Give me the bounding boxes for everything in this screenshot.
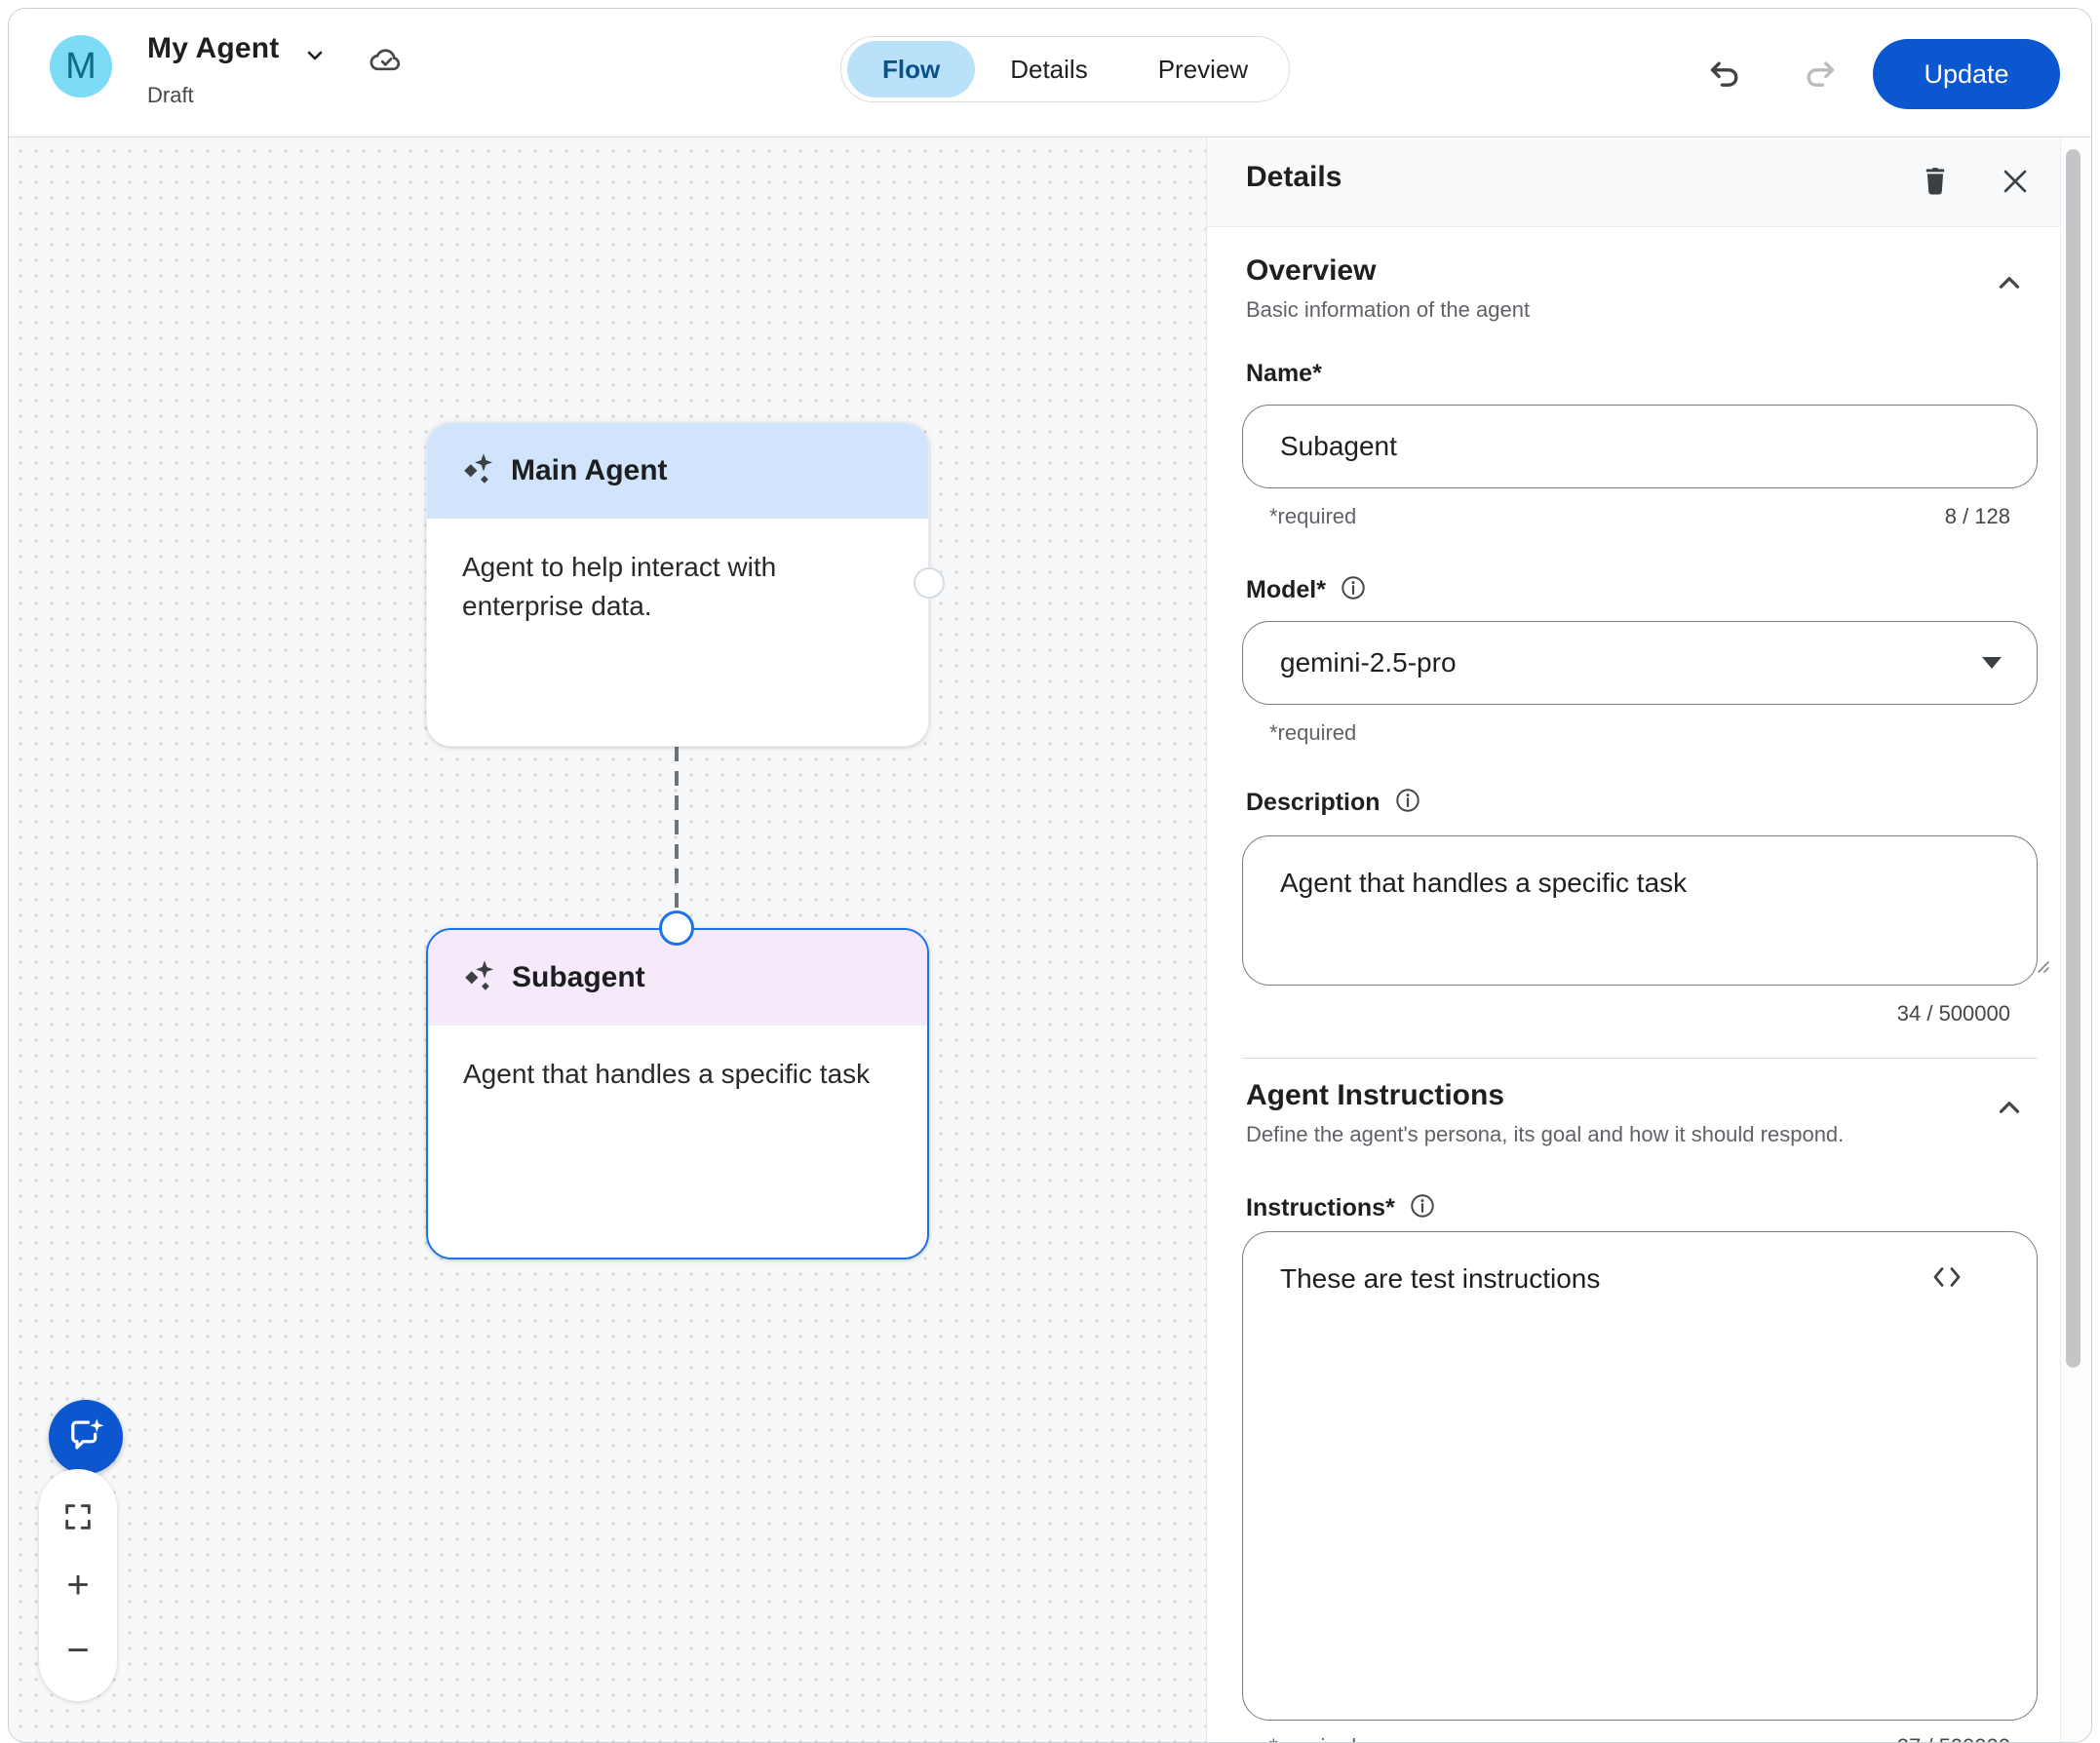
spark-icon: [461, 958, 496, 998]
instructions-field-label: Instructions*: [1246, 1188, 1436, 1222]
info-icon[interactable]: [1340, 576, 1367, 607]
node-description: Agent that handles a specific task: [463, 1059, 871, 1089]
agent-instructions-subheading: Define the agent's persona, its goal and…: [1246, 1122, 1845, 1146]
section-divider: [1242, 1058, 2038, 1059]
status-badge: Draft: [147, 83, 194, 107]
undo-icon[interactable]: [1705, 55, 1744, 98]
details-panel-header: Details: [1207, 137, 2091, 227]
tab-flow[interactable]: Flow: [847, 41, 976, 97]
model-field-label: Model*: [1246, 570, 1367, 604]
main-agent-node[interactable]: Main Agent Agent to help interact with e…: [426, 422, 929, 747]
agent-connection-edge: [675, 747, 679, 928]
code-view-icon[interactable]: [1930, 1260, 1964, 1298]
description-helper-row: 34 / 500000: [1242, 1001, 2038, 1026]
details-panel: Details Overview Basic information of th…: [1206, 137, 2091, 1742]
required-hint: *required: [1269, 1734, 1356, 1742]
char-counter: 8 / 128: [1944, 504, 2010, 528]
main-agent-node-header: Main Agent: [427, 423, 928, 519]
chevron-up-icon[interactable]: [1993, 1091, 2026, 1129]
chevron-up-icon[interactable]: [1993, 266, 2026, 304]
panel-scrollbar-thumb[interactable]: [2066, 149, 2081, 1368]
zoom-out-button[interactable]: −: [66, 1629, 90, 1672]
instructions-textarea[interactable]: [1242, 1231, 2038, 1721]
chat-assistant-button[interactable]: [49, 1400, 123, 1474]
node-title: Subagent: [512, 961, 645, 993]
node-description: Agent to help interact with enterprise d…: [462, 552, 777, 621]
cloud-done-icon: [368, 41, 405, 83]
connection-handle-right[interactable]: [914, 567, 945, 599]
model-helper-row: *required: [1242, 720, 2038, 746]
tab-preview[interactable]: Preview: [1157, 55, 1249, 84]
description-textarea[interactable]: [1242, 835, 2038, 986]
required-hint: *required: [1269, 720, 1357, 745]
overview-subheading: Basic information of the agent: [1246, 297, 1531, 322]
name-field-label: Name*: [1246, 360, 1322, 387]
instructions-helper-row: *required 27 / 500000: [1242, 1734, 2038, 1742]
page-title: My Agent: [147, 32, 280, 64]
redo-icon[interactable]: [1801, 55, 1840, 98]
agent-instructions-heading: Agent Instructions: [1246, 1079, 1505, 1111]
required-hint: *required: [1269, 504, 1357, 528]
update-button[interactable]: Update: [1873, 39, 2060, 109]
tab-details[interactable]: Details: [1010, 55, 1088, 84]
info-icon[interactable]: [1394, 789, 1421, 820]
name-input[interactable]: [1242, 405, 2038, 488]
view-tabs: Flow Details Preview: [840, 36, 1291, 102]
spark-icon: [460, 451, 495, 491]
char-counter: 34 / 500000: [1896, 1001, 2010, 1026]
chat-spark-icon: [65, 1414, 106, 1460]
panel-scrollbar[interactable]: [2060, 137, 2091, 1742]
canvas-zoom-controls: + −: [39, 1469, 117, 1701]
dropdown-caret-icon: [1982, 657, 2002, 669]
chevron-down-icon[interactable]: [301, 42, 329, 74]
char-counter: 27 / 500000: [1897, 1734, 2010, 1742]
flow-canvas[interactable]: Main Agent Agent to help interact with e…: [9, 137, 1206, 1742]
avatar: M: [50, 35, 112, 97]
top-bar: M My Agent Draft Flow Details Preview Up…: [9, 9, 2091, 137]
delete-icon[interactable]: [1919, 165, 1952, 203]
fit-screen-icon[interactable]: [61, 1500, 95, 1538]
subagent-node[interactable]: Subagent Agent that handles a specific t…: [426, 928, 929, 1259]
zoom-in-button[interactable]: +: [66, 1563, 90, 1607]
connection-handle-top[interactable]: [659, 910, 694, 946]
subagent-node-header: Subagent: [428, 930, 927, 1026]
node-title: Main Agent: [511, 454, 668, 486]
model-select[interactable]: gemini-2.5-pro: [1242, 621, 2038, 705]
overview-heading: Overview: [1246, 254, 1377, 287]
app-window: M My Agent Draft Flow Details Preview Up…: [8, 8, 2092, 1743]
model-select-value: gemini-2.5-pro: [1280, 647, 1457, 678]
panel-title: Details: [1246, 161, 1342, 193]
info-icon[interactable]: [1409, 1194, 1436, 1225]
close-icon[interactable]: [1999, 165, 2032, 203]
description-field-label: Description: [1246, 783, 1421, 817]
name-helper-row: *required 8 / 128: [1242, 504, 2038, 529]
